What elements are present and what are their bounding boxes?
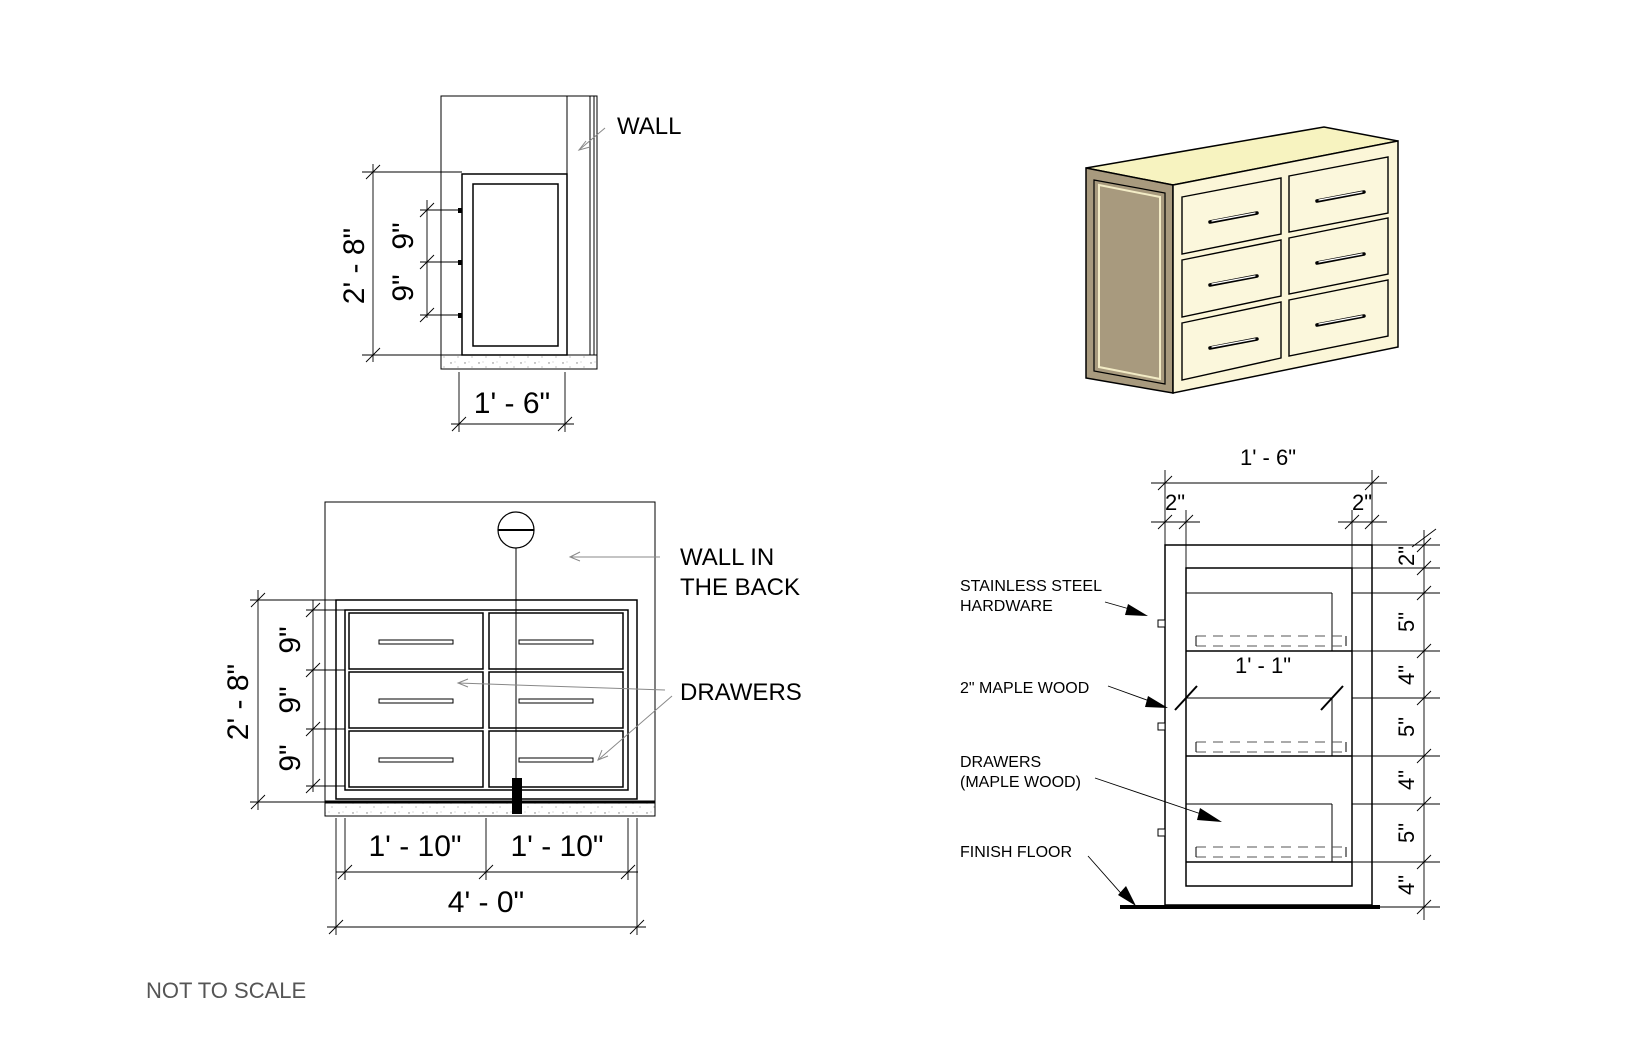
handle-nub	[458, 208, 462, 213]
callout-hardware-line2: HARDWARE	[960, 598, 1053, 615]
front-drawer-dim-1: 9"	[274, 626, 307, 653]
side-depth-dim: 1' - 6"	[474, 387, 550, 420]
section-vdim-1: 2"	[1394, 546, 1419, 566]
hardware-nub	[1157, 619, 1166, 628]
not-to-scale-note: NOT TO SCALE	[146, 978, 306, 1003]
hardware-nub	[1157, 722, 1166, 731]
callout-hardware-line1: STAINLESS STEEL	[960, 578, 1102, 595]
section-vdim-6: 5"	[1394, 823, 1419, 843]
leader-arrow	[1118, 886, 1136, 906]
side-cabinet-panel	[472, 183, 559, 347]
drawers-label: DRAWERS	[680, 679, 802, 706]
leader-arrow	[1145, 696, 1168, 708]
front-view: WALL IN THE BACK DRAWERS 2' - 8" 9" 9" 9…	[222, 501, 802, 935]
wall-label: WALL	[617, 113, 681, 140]
plumbing-marker	[512, 778, 522, 814]
front-drawer	[348, 612, 484, 670]
wall-leader	[578, 127, 606, 151]
section-side-right: 2"	[1352, 490, 1372, 515]
callout-wood: 2" MAPLE WOOD	[960, 680, 1089, 697]
front-cabinet-outer	[335, 599, 638, 800]
iso-drawer	[1288, 217, 1389, 295]
wall-in-back-line2: THE BACK	[680, 574, 800, 601]
side-height-dim: 2' - 8"	[338, 228, 371, 304]
front-cabinet-inner	[344, 609, 629, 791]
front-drawer	[488, 612, 624, 670]
side-view: WALL 2' - 8" 9" 9" 1' - 6"	[338, 95, 681, 432]
side-drawer-dim-lower: 9"	[387, 274, 420, 301]
front-drawer-dim-2: 9"	[274, 686, 307, 713]
section-vdim-7: 4"	[1394, 875, 1419, 895]
section-view: 1' - 6" 2" 2" 1' - 1" 2" 5" 4"	[960, 445, 1440, 920]
leader-arrow	[1197, 808, 1222, 822]
front-handles	[378, 639, 594, 763]
section-vdim-5: 4"	[1394, 770, 1419, 790]
handle-nub	[458, 313, 462, 318]
section-vdim-2: 5"	[1394, 612, 1419, 632]
section-drawer	[1186, 803, 1347, 862]
section-overall-width: 1' - 6"	[1240, 445, 1296, 470]
front-width-right-dim: 1' - 10"	[510, 830, 603, 863]
hardware-nub	[1157, 828, 1166, 837]
front-width-total-dim: 4' - 0"	[448, 886, 524, 919]
floor-slab	[440, 354, 598, 370]
callout-drawers-line1: DRAWERS	[960, 754, 1041, 771]
front-floor-slab	[324, 802, 656, 817]
handle-nub	[458, 260, 462, 265]
front-height-dim: 2' - 8"	[222, 664, 255, 740]
callout-floor: FINISH FLOOR	[960, 844, 1072, 861]
section-drawer	[1186, 697, 1347, 756]
front-drawer	[488, 730, 624, 788]
front-width-left-dim: 1' - 10"	[368, 830, 461, 863]
iso-drawer	[1181, 177, 1282, 255]
front-drawer-dim-3: 9"	[274, 744, 307, 771]
callout-drawers-line2: (MAPLE WOOD)	[960, 774, 1081, 791]
front-drawer	[348, 730, 484, 788]
iso-drawer	[1181, 301, 1282, 381]
front-drawer	[348, 671, 484, 729]
section-vdim-4: 5"	[1394, 717, 1419, 737]
side-cabinet-body	[461, 173, 568, 356]
section-vdim-3: 4"	[1394, 665, 1419, 685]
side-view-frame	[440, 95, 598, 356]
iso-drawer	[1288, 156, 1389, 233]
leader-arrow	[1125, 604, 1148, 616]
side-drawer-dim-upper: 9"	[387, 222, 420, 249]
front-drawer	[488, 671, 624, 729]
section-vertical-ticks	[1352, 528, 1440, 915]
section-inner	[1185, 567, 1353, 887]
section-side-left: 2"	[1165, 490, 1185, 515]
section-drawer	[1186, 592, 1347, 651]
iso-drawer	[1181, 239, 1282, 318]
wall-in-back-line1: WALL IN	[680, 544, 774, 571]
isometric-view	[1085, 126, 1399, 394]
iso-drawer	[1288, 279, 1389, 357]
section-inner-width: 1' - 1"	[1235, 653, 1291, 678]
